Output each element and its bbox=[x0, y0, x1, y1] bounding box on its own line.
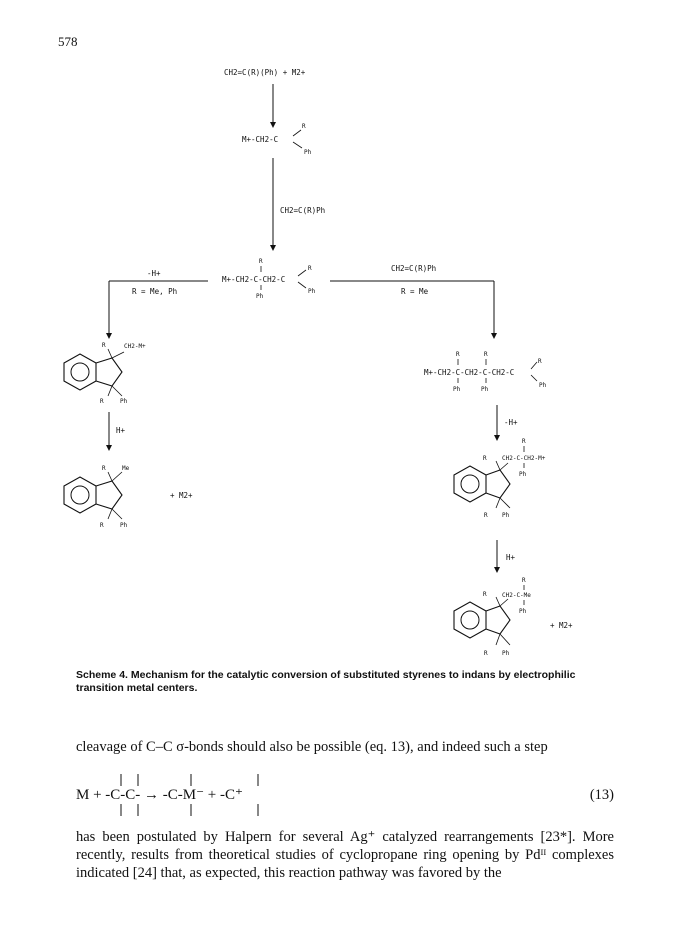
indanL2-plus-m: + M2+ bbox=[170, 491, 193, 500]
dimer-chain: M+-CH2-C-CH2-C bbox=[222, 275, 285, 284]
reaction-scheme: CH2=C(R)(Ph) + M2+ M+-CH2-C R Ph CH2=C(R… bbox=[63, 68, 573, 657]
indan-left-1 bbox=[63, 348, 125, 397]
indanL1-r-top: R bbox=[102, 342, 106, 349]
trimer-chain: M+-CH2-C-CH2-C-CH2-C bbox=[424, 368, 514, 377]
indan-right-1 bbox=[453, 460, 511, 509]
trimer-r1: R bbox=[456, 351, 460, 358]
indanR1-r-bottom: R bbox=[484, 512, 488, 519]
dimer-r-right: R bbox=[308, 265, 312, 272]
indanR2-r-top: R bbox=[483, 591, 487, 598]
left-branch-top: -H+ bbox=[147, 269, 161, 278]
indanL1-r-bottom: R bbox=[100, 398, 104, 405]
indanL2-ph: Ph bbox=[120, 522, 128, 529]
indanL1-subst: CH2-M+ bbox=[124, 343, 146, 350]
indanR1-r-top: R bbox=[483, 455, 487, 462]
cation1-chain: M+-CH2-C bbox=[242, 135, 278, 144]
indanL2-me: Me bbox=[122, 465, 130, 472]
reagent-label: CH2=C(R)Ph bbox=[280, 206, 325, 215]
indanL1-ph: Ph bbox=[120, 398, 128, 405]
indanR1-ph-sub: Ph bbox=[519, 471, 527, 478]
paragraph-1: cleavage of C–C σ-bonds should also be p… bbox=[76, 739, 548, 755]
indanR1-r-sub: R bbox=[522, 438, 526, 445]
cation1-ph: Ph bbox=[304, 149, 312, 156]
indan-right-2 bbox=[453, 596, 511, 646]
trimer-ph2: Ph bbox=[481, 386, 489, 393]
equation-number: (13) bbox=[589, 787, 614, 803]
trimer-r2: R bbox=[484, 351, 488, 358]
indanR2-r-sub: R bbox=[522, 577, 526, 584]
indanR1-subst: CH2-C-CH2-M+ bbox=[502, 455, 546, 462]
left-branch-bottom: R = Me, Ph bbox=[132, 287, 177, 296]
equation-13: M + -C-C- → -C-M⁻ + -C⁺ bbox=[76, 774, 259, 816]
cation1-r: R bbox=[302, 123, 306, 130]
indanR2-subst: CH2-C-Me bbox=[502, 592, 531, 599]
indanR2-ph-sub: Ph bbox=[519, 608, 527, 615]
trimer-ph1: Ph bbox=[453, 386, 461, 393]
right-branch-bottom: R = Me bbox=[401, 287, 429, 296]
indanL2-r-top: R bbox=[102, 465, 106, 472]
indanR2-ph: Ph bbox=[502, 650, 510, 657]
indanR1-ph: Ph bbox=[502, 512, 510, 519]
trimer-ph3: Ph bbox=[539, 382, 547, 389]
dimer-r-top: R bbox=[259, 258, 263, 265]
equation-text: M + -C-C- → -C-M⁻ + -C⁺ bbox=[76, 787, 243, 803]
indanR2-r-bottom: R bbox=[484, 650, 488, 657]
right-branch-top: CH2=C(R)Ph bbox=[391, 264, 436, 273]
dimer-ph-bottom: Ph bbox=[256, 293, 264, 300]
paragraph-2: has been postulated by Halpern for sever… bbox=[76, 829, 614, 881]
start-reactants: CH2=C(R)(Ph) + M2+ bbox=[224, 68, 306, 77]
right-step-1-label: -H+ bbox=[504, 418, 518, 427]
indanR2-plus-m: + M2+ bbox=[550, 621, 573, 630]
right-step-2-label: H+ bbox=[506, 553, 516, 562]
page-number: 578 bbox=[58, 34, 78, 49]
left-step-label: H+ bbox=[116, 426, 126, 435]
scheme-caption: Scheme 4. Mechanism for the catalytic co… bbox=[76, 669, 576, 694]
dimer-ph-right: Ph bbox=[308, 288, 316, 295]
indan-left-2 bbox=[63, 471, 123, 520]
trimer-r3: R bbox=[538, 358, 542, 365]
indanL2-r-bottom: R bbox=[100, 522, 104, 529]
